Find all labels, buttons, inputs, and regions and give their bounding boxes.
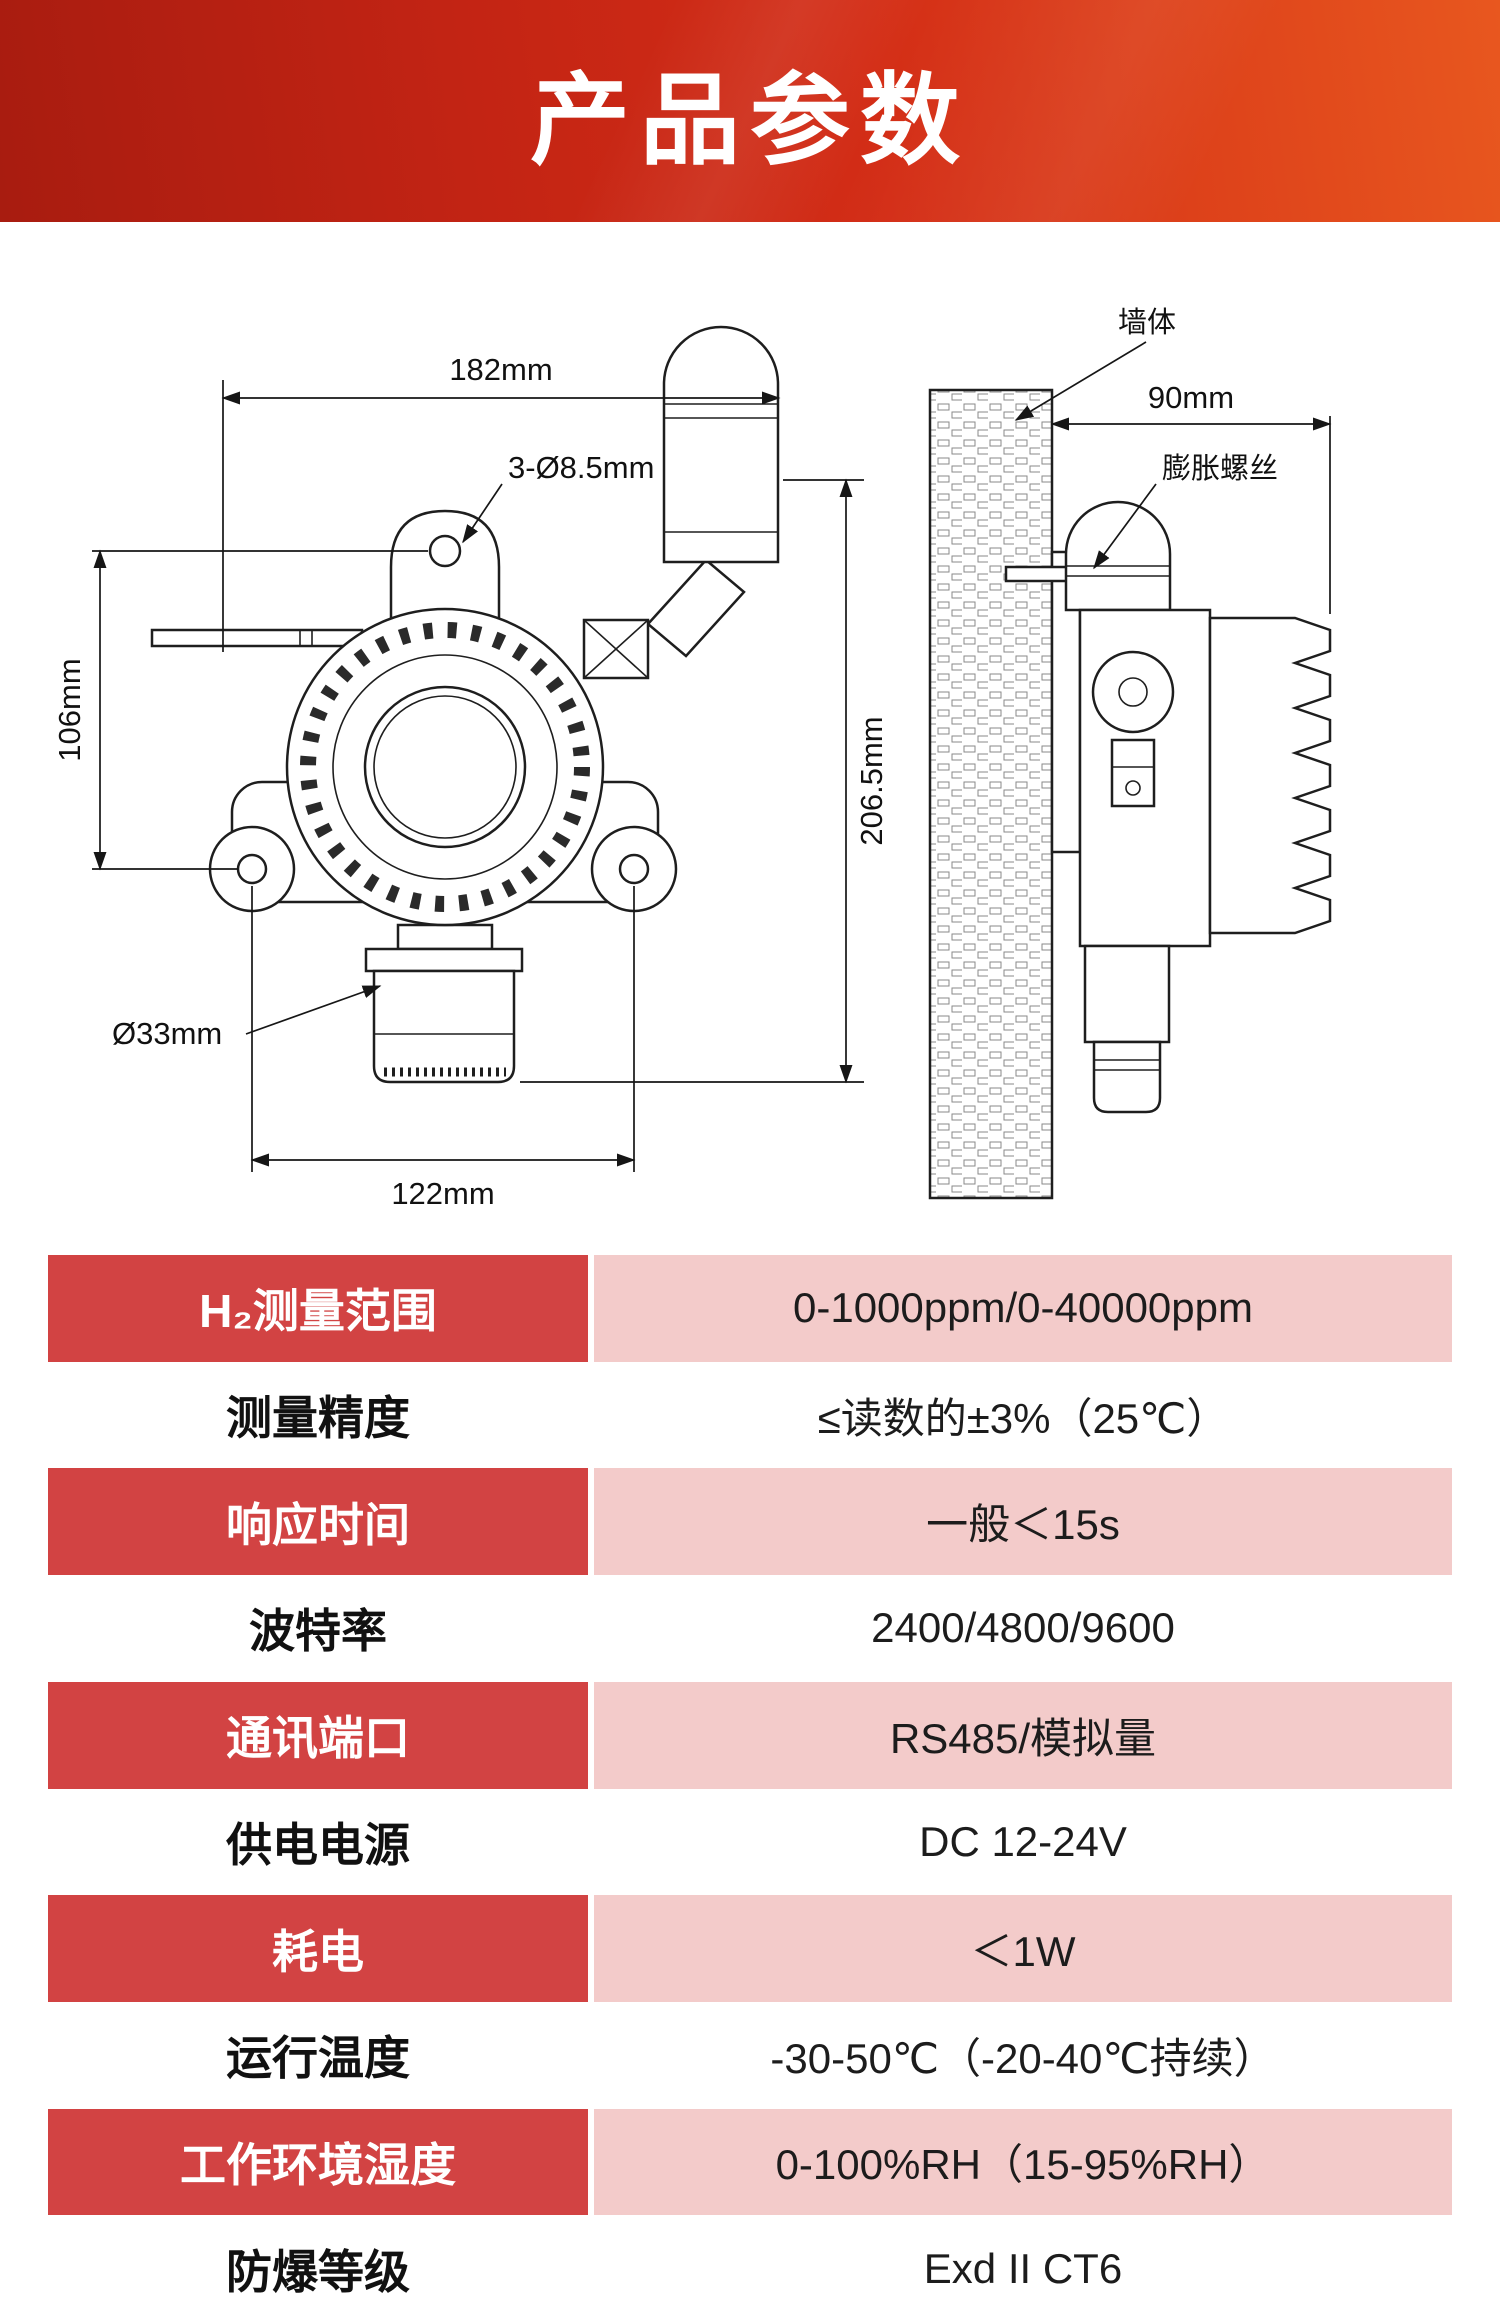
- dim-depth: 90mm: [1050, 380, 1332, 614]
- spec-row-label: 耗电: [48, 1895, 588, 2002]
- spec-row-value: Exd II CT6: [588, 2215, 1452, 2322]
- spec-row-label: 测量精度: [226, 1392, 410, 1445]
- dim-right-height-label: 206.5mm: [854, 716, 889, 845]
- spec-row-value: 2400/4800/9600: [588, 1575, 1452, 1682]
- side-bottom-cylinder: [1083, 944, 1171, 1114]
- spec-row-label: 供电电源: [226, 1818, 410, 1871]
- expansion-screw-label: 膨胀螺丝: [1162, 452, 1278, 485]
- probe-rod: [150, 628, 364, 648]
- spec-row-label: 波特率: [249, 1605, 387, 1658]
- spec-row-value: ≤读数的±3%（25℃）: [588, 1361, 1452, 1469]
- dim-mount-holes-label: 3-Ø8.5mm: [508, 450, 654, 485]
- page-title: 产品参数: [530, 64, 970, 177]
- spec-row-value: 一般＜15s: [588, 1468, 1452, 1576]
- spec-row-power-consumption: 耗电 ＜1W: [48, 1895, 1452, 2002]
- side-sensor-head: [1064, 500, 1172, 612]
- spec-row-operating-temp: 运行温度 -30-50℃（-20-40℃持续）: [48, 2001, 1452, 2109]
- wall: [928, 388, 1054, 1200]
- spec-row-value: RS485/模拟量: [588, 1681, 1452, 1789]
- spec-row-value: -30-50℃（-20-40℃持续）: [588, 2001, 1452, 2109]
- dim-depth-label: 90mm: [1148, 380, 1234, 415]
- spec-row-humidity: 工作环境湿度 0-100%RH（15-95%RH）: [48, 2108, 1452, 2216]
- spec-row-value: DC 12-24V: [588, 1788, 1452, 1896]
- spec-row-label: 通讯端口: [48, 1681, 588, 1789]
- front-view: 182mm 3-Ø8.5mm 106mm 206.5mm Ø33mm: [52, 325, 889, 1211]
- dim-left-height: 106mm: [52, 549, 428, 871]
- spec-row-value: 0-1000ppm/0-40000ppm: [588, 1255, 1452, 1362]
- dim-right-height: 206.5mm: [520, 478, 889, 1084]
- spec-row-label: 防爆等级: [226, 2245, 410, 2298]
- spec-table: H₂测量范围 0-1000ppm/0-40000ppm 测量精度 ≤读数的±3%…: [0, 1255, 1500, 2322]
- technical-drawing: 182mm 3-Ø8.5mm 106mm 206.5mm Ø33mm: [0, 222, 1500, 1255]
- dim-mount-holes: 3-Ø8.5mm: [462, 450, 654, 544]
- side-detail: [1091, 650, 1175, 808]
- spec-row-label: H₂测量范围: [48, 1255, 588, 1362]
- spec-row-label: 运行温度: [226, 2032, 410, 2085]
- spec-row-comm-port: 通讯端口 RS485/模拟量: [48, 1681, 1452, 1789]
- spec-row-label: 响应时间: [48, 1468, 588, 1576]
- right-ear-hole: [618, 853, 650, 885]
- side-view: 墙体 90mm 膨胀螺丝: [928, 306, 1332, 1200]
- dim-probe-diameter: Ø33mm: [112, 985, 382, 1051]
- dim-bottom-width-label: 122mm: [391, 1176, 494, 1211]
- side-body-ribs: [1208, 616, 1332, 935]
- spec-row-h2-range: H₂测量范围 0-1000ppm/0-40000ppm: [48, 1255, 1452, 1362]
- spec-row-accuracy: 测量精度 ≤读数的±3%（25℃）: [48, 1361, 1452, 1469]
- top-ear-hole: [428, 534, 462, 568]
- conduit-junction: [582, 558, 746, 680]
- bottom-sensor-cylinder: [364, 923, 524, 1084]
- dim-left-height-label: 106mm: [52, 658, 87, 761]
- dim-top-width-label: 182mm: [449, 352, 552, 387]
- wall-callout: 墙体: [1014, 306, 1176, 421]
- spec-row-response-time: 响应时间 一般＜15s: [48, 1468, 1452, 1576]
- spec-row-value: 0-100%RH（15-95%RH）: [588, 2108, 1452, 2216]
- spec-row-value: ＜1W: [588, 1895, 1452, 2002]
- wall-label: 墙体: [1118, 306, 1176, 339]
- sensor-head: [662, 325, 780, 564]
- dim-bottom-width: 122mm: [250, 886, 636, 1211]
- banner: 产品参数: [0, 0, 1500, 222]
- dim-top-width: 182mm: [221, 352, 781, 652]
- device-round-body: [285, 607, 605, 927]
- spec-row-label: 工作环境湿度: [48, 2108, 588, 2216]
- spec-row-explosion-proof: 防爆等级 Exd II CT6: [48, 2215, 1452, 2322]
- dim-probe-diameter-label: Ø33mm: [112, 1016, 222, 1051]
- spec-row-baud-rate: 波特率 2400/4800/9600: [48, 1575, 1452, 1682]
- screw-callout: 膨胀螺丝: [1093, 452, 1278, 570]
- spec-row-power-supply: 供电电源 DC 12-24V: [48, 1788, 1452, 1896]
